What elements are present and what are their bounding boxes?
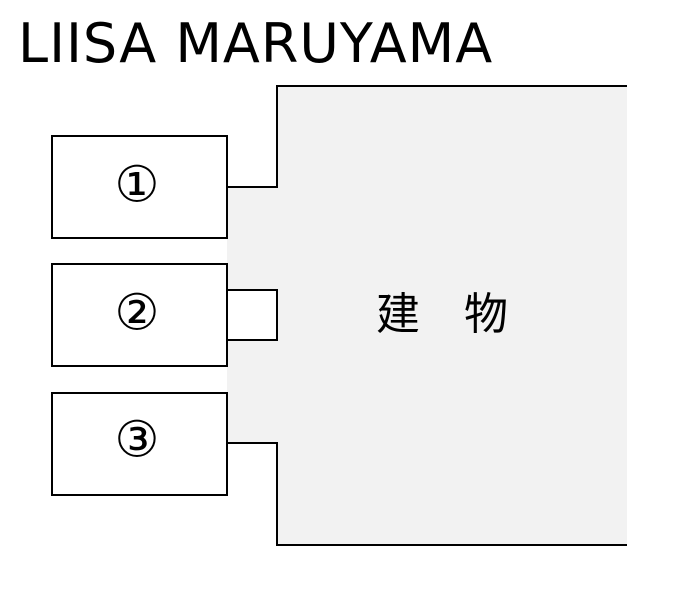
unit-box-3: ③ <box>51 392 228 496</box>
building-shape <box>227 86 627 545</box>
unit-label-3: ③ <box>115 411 160 469</box>
unit-box-2: ② <box>51 263 228 367</box>
building-label: 建 物 <box>376 289 508 340</box>
unit-label-2: ② <box>115 284 160 342</box>
building-outline <box>227 85 627 546</box>
page-title: LIISA MARUYAMA <box>18 12 494 75</box>
unit-label-1: ① <box>115 156 160 214</box>
unit-box-1: ① <box>51 135 228 239</box>
